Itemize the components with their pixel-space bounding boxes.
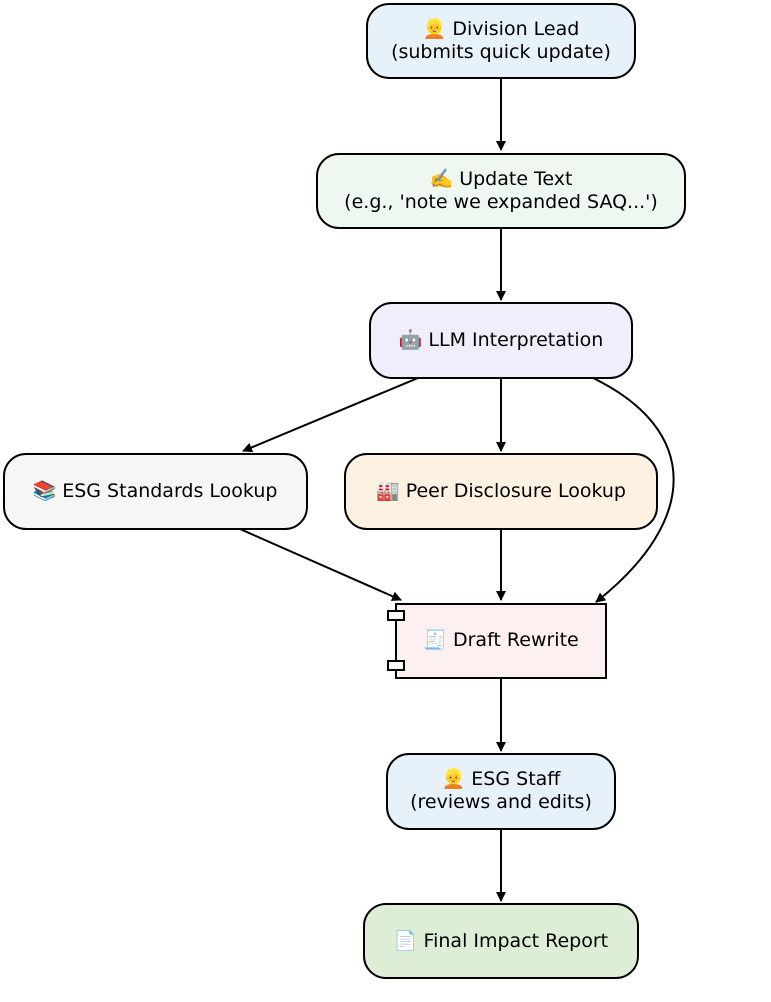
node-esg-staff-label: 👱 ESG Staff [442, 767, 562, 790]
component-port-top [387, 610, 405, 621]
node-peer-disclosure-lookup: 🏭 Peer Disclosure Lookup [344, 453, 658, 530]
node-division-lead-sublabel: (submits quick update) [391, 41, 611, 63]
edge-llm-to-esg-standards [242, 377, 419, 453]
edges [239, 78, 675, 902]
node-llm-interpretation-label: 🤖 LLM Interpretation [399, 328, 604, 351]
node-esg-standards-lookup: 📚 ESG Standards Lookup [3, 453, 308, 530]
node-peer-disclosure-lookup-label: 🏭 Peer Disclosure Lookup [376, 480, 626, 502]
nodes: 👱 Division Lead (submits quick update) ✍… [3, 3, 686, 979]
node-update-text: ✍️ Update Text (e.g., 'note we expanded … [316, 153, 686, 229]
node-update-text-sublabel: (e.g., 'note we expanded SAQ...') [344, 191, 658, 213]
node-division-lead: 👱 Division Lead (submits quick update) [366, 3, 636, 79]
node-division-lead-label: 👱 Division Lead [423, 17, 580, 40]
node-esg-staff-sublabel: (reviews and edits) [410, 791, 592, 813]
component-port-bottom [387, 660, 405, 671]
node-llm-interpretation: 🤖 LLM Interpretation [369, 302, 633, 379]
node-final-impact-report-label: 📄 Final Impact Report [394, 929, 608, 952]
edge-esg-standards-to-draft-rewrite [239, 528, 402, 601]
node-final-impact-report: 📄 Final Impact Report [363, 903, 639, 979]
node-esg-standards-lookup-label: 📚 ESG Standards Lookup [33, 480, 278, 502]
node-esg-staff: 👱 ESG Staff (reviews and edits) [386, 753, 616, 830]
node-update-text-label: ✍️ Update Text [430, 168, 573, 190]
node-draft-rewrite-label: 🧾 Draft Rewrite [423, 628, 578, 651]
node-draft-rewrite: 🧾 Draft Rewrite [387, 603, 607, 679]
edge-llm-to-draft-rewrite [592, 377, 675, 603]
